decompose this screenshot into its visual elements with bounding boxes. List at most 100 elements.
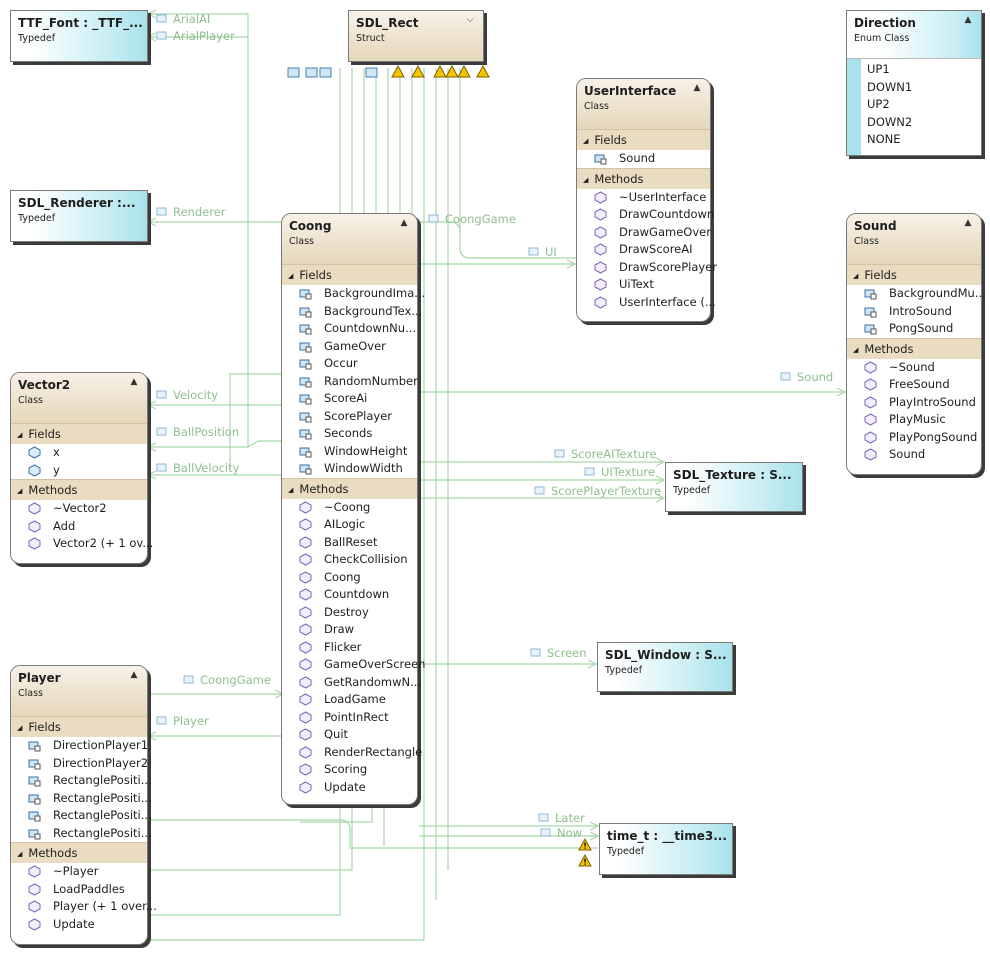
vector2-class[interactable]: Vector2 Class ▲ ◢Fields x y ◢Methods ~Ve… [10,372,153,564]
collapse-triangle-icon[interactable]: ◢ [583,175,589,184]
field-row[interactable]: IntroSound [847,303,981,321]
collapse-triangle-icon[interactable]: ◢ [17,724,23,732]
method-row[interactable]: Update [11,916,147,934]
fields-section-header[interactable]: ◢Fields [11,716,147,737]
assoc-label-ball-velocity[interactable]: BallVelocity [156,461,239,475]
methods-section-header[interactable]: ◢Methods [847,337,981,359]
enum-value[interactable]: DOWN2 [867,114,913,129]
field-row[interactable]: RectanglePositi... [11,807,152,825]
collapse-triangle-icon[interactable]: ◢ [17,431,23,439]
method-row[interactable]: LoadPaddles [11,881,147,899]
fields-section-header[interactable]: ◢Fields [577,129,710,150]
assoc-label-now[interactable]: Now [540,826,582,840]
assoc-label-score-ai-texture[interactable]: ScoreAITexture [554,447,657,461]
method-row[interactable]: Player (+ 1 over... [11,898,157,916]
field-row[interactable]: ScoreAi [282,390,417,408]
user-interface-class[interactable]: UserInterface Class ▲ ◢Fields Sound ◢Met… [576,78,717,322]
fields-section-header[interactable]: ◢Fields [847,264,981,285]
assoc-label-ball-position[interactable]: BallPosition [156,425,239,439]
assoc-label-later[interactable]: Later [538,811,585,825]
enum-value[interactable]: UP2 [867,97,890,111]
field-row[interactable]: DirectionPlayer2 [11,755,148,773]
method-row[interactable]: PlayIntroSound [847,394,981,412]
field-row[interactable]: RandomNumber [282,373,418,391]
field-row[interactable]: WindowWidth [282,460,417,478]
method-row[interactable]: GameOverScreen [282,656,425,674]
method-row[interactable]: UiText [577,276,710,294]
enum-value[interactable]: UP1 [867,62,890,76]
ttf-font-typedef[interactable]: TTF_Font : _TTF_... Typedef [10,10,148,62]
field-row[interactable]: y [11,462,147,480]
method-row[interactable]: Quit [282,726,417,744]
method-row[interactable]: FreeSound [847,376,981,394]
field-row[interactable]: BackgroundTex... [282,303,422,321]
field-row[interactable]: RectanglePositi... [11,772,152,790]
chevron-down-icon[interactable]: ⌵ [466,15,474,25]
chevron-up-icon[interactable]: ▲ [400,218,408,228]
assoc-label-arial-player[interactable]: ArialPlayer [156,29,235,43]
chevron-up-icon[interactable]: ▲ [964,218,972,228]
chevron-up-icon[interactable]: ▲ [964,15,972,25]
assoc-label-score-player-texture[interactable]: ScorePlayerTexture [534,484,661,498]
method-row[interactable]: Flicker [282,639,417,657]
sdl-renderer-typedef[interactable]: SDL_Renderer :... Typedef [10,190,148,242]
chevron-up-icon[interactable]: ▲ [693,83,701,93]
method-row[interactable]: ~UserInterface [577,189,710,207]
method-row[interactable]: BallReset [282,534,417,552]
method-row[interactable]: DrawScorePlayer [577,259,717,277]
field-row[interactable]: x [11,444,147,462]
method-row[interactable]: ~Coong [282,499,417,517]
field-row[interactable]: ScorePlayer [282,408,417,426]
field-row[interactable]: Seconds [282,425,417,443]
enum-value[interactable]: DOWN1 [867,79,913,94]
collapse-triangle-icon[interactable]: ◢ [853,272,859,280]
method-row[interactable]: CheckCollision [282,551,417,569]
method-row[interactable]: Destroy [282,604,417,622]
method-row[interactable]: DrawScoreAI [577,241,710,259]
assoc-label-ui-texture[interactable]: UITexture [584,465,655,479]
fields-section-header[interactable]: ◢Fields [11,423,147,444]
method-row[interactable]: Scoring [282,761,417,779]
coong-class[interactable]: Coong Class ▲ ◢Fields BackgroundIma... B… [281,213,425,805]
field-row[interactable]: RectanglePositi... [11,790,152,808]
collapse-triangle-icon[interactable]: ◢ [288,485,294,494]
collapse-triangle-icon[interactable]: ◢ [17,487,23,495]
field-row[interactable]: CountdownNu... [282,320,417,338]
collapse-triangle-icon[interactable]: ◢ [288,272,294,280]
methods-section-header[interactable]: ◢Methods [11,479,147,500]
method-row[interactable]: Update [282,779,417,797]
sound-class[interactable]: Sound Class ▲ ◢Fields BackgroundMu... In… [846,213,986,475]
method-row[interactable]: AILogic [282,516,417,534]
assoc-label-player[interactable]: Player [156,714,209,728]
methods-section-header[interactable]: ◢Methods [282,477,417,499]
time-t-typedef[interactable]: time_t : __time3... Typedef [599,823,733,875]
field-row[interactable]: GameOver [282,338,417,356]
field-row[interactable]: BackgroundMu... [847,285,986,303]
assoc-label-velocity[interactable]: Velocity [156,388,218,402]
assoc-label-coong-game-player[interactable]: CoongGame [183,673,271,687]
chevron-up-icon[interactable]: ▲ [130,377,138,387]
method-row[interactable]: PlayPongSound [847,429,981,447]
field-row[interactable]: Occur [282,355,417,373]
assoc-label-ui[interactable]: UI [528,245,557,259]
field-row[interactable]: PongSound [847,320,981,338]
methods-section-header[interactable]: ◢Methods [577,167,710,189]
field-row[interactable]: DirectionPlayer1 [11,737,148,755]
collapse-triangle-icon[interactable]: ◢ [853,345,859,354]
sdl-window-typedef[interactable]: SDL_Window : S... Typedef [597,642,733,692]
field-row[interactable]: RectanglePositi... [11,825,152,843]
method-row[interactable]: Coong [282,569,417,587]
enum-value[interactable]: NONE [867,132,901,146]
direction-enum[interactable]: Direction Enum Class ▲ UP1 DOWN1 UP2 DOW… [846,10,982,156]
field-row[interactable]: WindowHeight [282,443,417,461]
collapse-triangle-icon[interactable]: ◢ [17,850,23,858]
player-class[interactable]: Player Class ▲ ◢Fields DirectionPlayer1 … [10,665,157,945]
method-row[interactable]: Countdown [282,586,417,604]
method-row[interactable]: GetRandomwN... [282,674,421,692]
method-row[interactable]: Add [11,518,147,536]
field-row[interactable]: BackgroundIma... [282,285,425,303]
assoc-label-renderer[interactable]: Renderer [156,205,226,219]
assoc-label-screen[interactable]: Screen [530,646,587,660]
sdl-texture-typedef[interactable]: SDL_Texture : S... Typedef [665,462,803,512]
method-row[interactable]: DrawGameOver [577,224,711,242]
